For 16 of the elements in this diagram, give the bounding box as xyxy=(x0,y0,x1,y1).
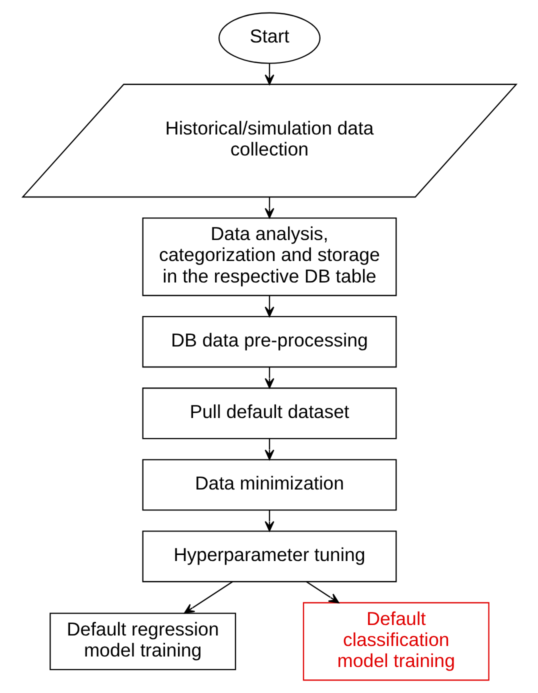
arrow xyxy=(183,581,232,614)
arrow xyxy=(264,64,274,85)
node-box: Default regression model training xyxy=(49,612,236,670)
arrow xyxy=(306,581,339,604)
node-box: Data analysis, categorization and storage in the respective DB table xyxy=(142,218,396,296)
arrow xyxy=(264,367,274,388)
node-box: Data minimization xyxy=(142,459,396,511)
node-box: Pull default dataset xyxy=(142,388,396,440)
node-box: Hyperparameter tuning xyxy=(142,530,396,582)
arrow xyxy=(264,296,274,317)
arrow xyxy=(264,438,274,460)
node-box: DB data pre-processing xyxy=(142,316,396,368)
node-box: Default classification model training xyxy=(302,602,489,681)
arrow xyxy=(264,197,274,218)
node-ellipse: Start xyxy=(218,12,320,64)
arrow xyxy=(264,510,274,532)
